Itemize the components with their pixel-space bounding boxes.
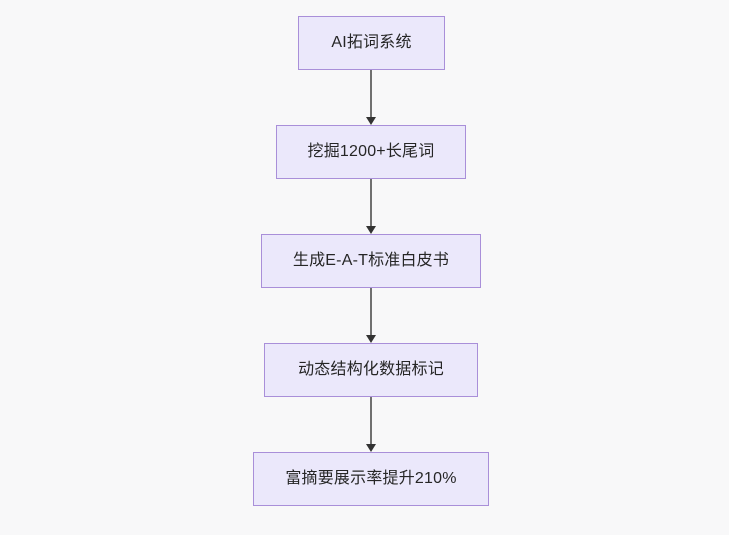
node-label: 生成E-A-T标准白皮书	[292, 252, 450, 270]
edge-node1-node2	[361, 70, 381, 125]
arrowhead-icon	[366, 444, 376, 452]
edge-line	[370, 397, 372, 445]
flowchart-node-rich-snippet-increase[interactable]: 富摘要展示率提升210%	[253, 452, 489, 506]
flowchart-node-dynamic-structured-data[interactable]: 动态结构化数据标记	[264, 343, 478, 397]
flowchart-node-generate-eat-whitepaper[interactable]: 生成E-A-T标准白皮书	[261, 234, 481, 288]
edge-line	[370, 70, 372, 118]
edge-node4-node5	[361, 397, 381, 452]
edge-node2-node3	[361, 179, 381, 234]
node-label: 挖掘1200+长尾词	[307, 143, 435, 161]
node-label: 富摘要展示率提升210%	[285, 470, 457, 488]
node-label: AI拓词系统	[331, 34, 412, 52]
arrowhead-icon	[366, 117, 376, 125]
edge-node3-node4	[361, 288, 381, 343]
arrowhead-icon	[366, 335, 376, 343]
edge-line	[370, 179, 372, 227]
edge-line	[370, 288, 372, 336]
flowchart-node-ai-keyword-system[interactable]: AI拓词系统	[298, 16, 445, 70]
flowchart-node-mine-longtail-keywords[interactable]: 挖掘1200+长尾词	[276, 125, 466, 179]
node-label: 动态结构化数据标记	[298, 361, 444, 379]
arrowhead-icon	[366, 226, 376, 234]
